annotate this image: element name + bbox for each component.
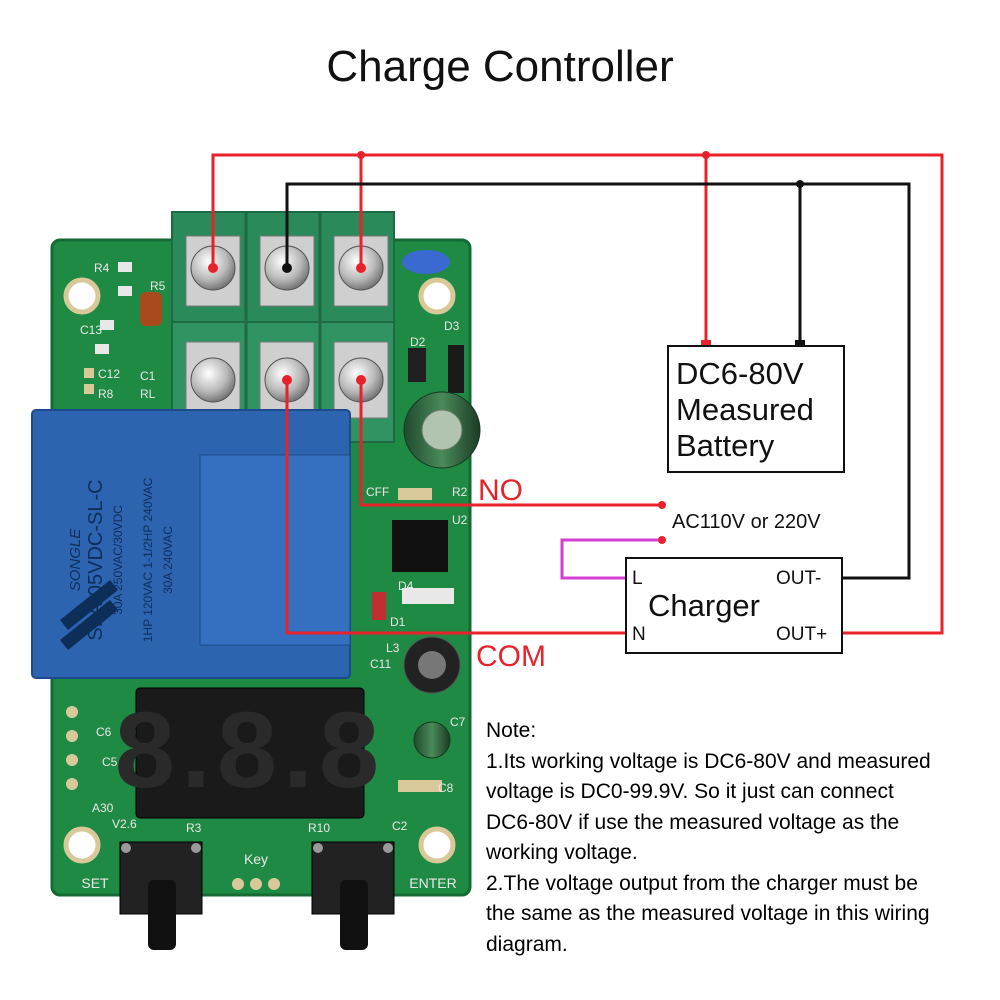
- page-title: Charge Controller: [326, 42, 674, 91]
- svg-text:R5: R5: [150, 279, 166, 293]
- svg-text:R4: R4: [94, 261, 110, 275]
- varistor-icon: [402, 250, 450, 274]
- songle-logo-icon: [60, 580, 118, 650]
- svg-text:R3: R3: [186, 821, 202, 835]
- svg-text:C6: C6: [96, 725, 112, 739]
- wire-black: [285, 182, 911, 580]
- svg-text:D4: D4: [398, 579, 414, 593]
- relay-brand: SONGLE: [67, 528, 84, 592]
- charger-box: L N OUT- OUT+ Charger: [625, 557, 843, 654]
- svg-text:C1: C1: [140, 369, 156, 383]
- battery-voltage-label: DC6-80V: [676, 356, 804, 391]
- key-header-icon: [232, 878, 280, 890]
- svg-text:A30: A30: [92, 801, 114, 815]
- svg-text:C12: C12: [98, 367, 120, 381]
- enter-button: ENTER: [311, 841, 457, 950]
- svg-text:D1: D1: [390, 615, 406, 629]
- mounting-holes: [63, 277, 456, 864]
- svg-text:R10: R10: [308, 821, 330, 835]
- seven-segment-display: 8.8.8: [115, 687, 385, 819]
- charger-out-neg: OUT-: [776, 568, 821, 589]
- diode-icon: [372, 592, 386, 620]
- wire-red: [359, 380, 662, 507]
- svg-text:D2: D2: [410, 335, 426, 349]
- svg-text:C2: C2: [392, 819, 408, 833]
- svg-text:L3: L3: [386, 641, 400, 655]
- electrolytic-capacitor-icon: [403, 391, 481, 469]
- charger-pin-n: N: [632, 624, 646, 645]
- capacitor-icon: [140, 292, 162, 326]
- svg-text:CFF: CFF: [366, 485, 389, 499]
- relay: SONGLE SLA-05VDC-SL-C 30A 250VAC/30VDC 1…: [31, 409, 351, 679]
- note-heading: Note:: [486, 719, 537, 742]
- charger-pin-l: L: [632, 568, 643, 589]
- com-label: COM: [476, 640, 546, 673]
- pin-header-icon: [66, 706, 78, 790]
- silkscreen-labels: R4 R5 C13 C12 C1 R8 RL D3 D2 R2 U2 D4 D1…: [80, 261, 468, 835]
- svg-text:RL: RL: [140, 387, 156, 401]
- note-item-2: 2.The voltage output from the charger mu…: [486, 871, 930, 956]
- relay-rating: 30A 240VAC: [161, 526, 175, 594]
- ic-chip-icon: [392, 520, 448, 572]
- wires: [211, 153, 944, 635]
- note-item-1: 1.Its working voltage is DC6-80V and mea…: [486, 749, 931, 865]
- relay-rating: 1HP 120VAC 1-1/2HP 240VAC: [141, 477, 155, 642]
- battery-measured-label: Measured: [676, 392, 814, 427]
- svg-text:U2: U2: [452, 513, 468, 527]
- wire-magenta: [560, 538, 662, 580]
- svg-text:C11: C11: [370, 657, 391, 671]
- charger-title: Charger: [648, 588, 760, 623]
- svg-text:R2: R2: [452, 485, 468, 499]
- capacitor-icon: [413, 721, 451, 759]
- battery-box: DC6-80V Measured Battery: [667, 345, 845, 473]
- svg-text:C5: C5: [102, 755, 118, 769]
- no-label: NO: [478, 474, 523, 507]
- relay-rating: 30A 250VAC/30VDC: [111, 505, 125, 615]
- ac-label: AC110V or 220V: [672, 511, 821, 533]
- svg-text:R8: R8: [98, 387, 114, 401]
- wire-junctions: [208, 151, 805, 544]
- set-label: SET: [81, 875, 109, 891]
- battery-label: Battery: [676, 428, 775, 463]
- key-label: Key: [244, 851, 268, 867]
- note-block: Note: 1.Its working voltage is DC6-80V a…: [486, 716, 996, 960]
- diode-icon: [408, 348, 426, 382]
- svg-text:C13: C13: [80, 323, 102, 337]
- svg-text:C8: C8: [438, 781, 454, 795]
- svg-text:V2.6: V2.6: [112, 817, 137, 831]
- enter-label: ENTER: [409, 875, 456, 891]
- charger-out-pos: OUT+: [776, 624, 827, 645]
- svg-text:C7: C7: [450, 715, 466, 729]
- diode-icon: [448, 345, 464, 393]
- display-digits: 8.8.8: [115, 689, 385, 810]
- svg-text:D3: D3: [444, 319, 460, 333]
- wire-red: [285, 380, 626, 635]
- wire-red: [211, 153, 944, 635]
- controller-board: SONGLE SLA-05VDC-SL-C 30A 250VAC/30VDC 1…: [31, 211, 481, 950]
- set-button: SET: [81, 841, 203, 950]
